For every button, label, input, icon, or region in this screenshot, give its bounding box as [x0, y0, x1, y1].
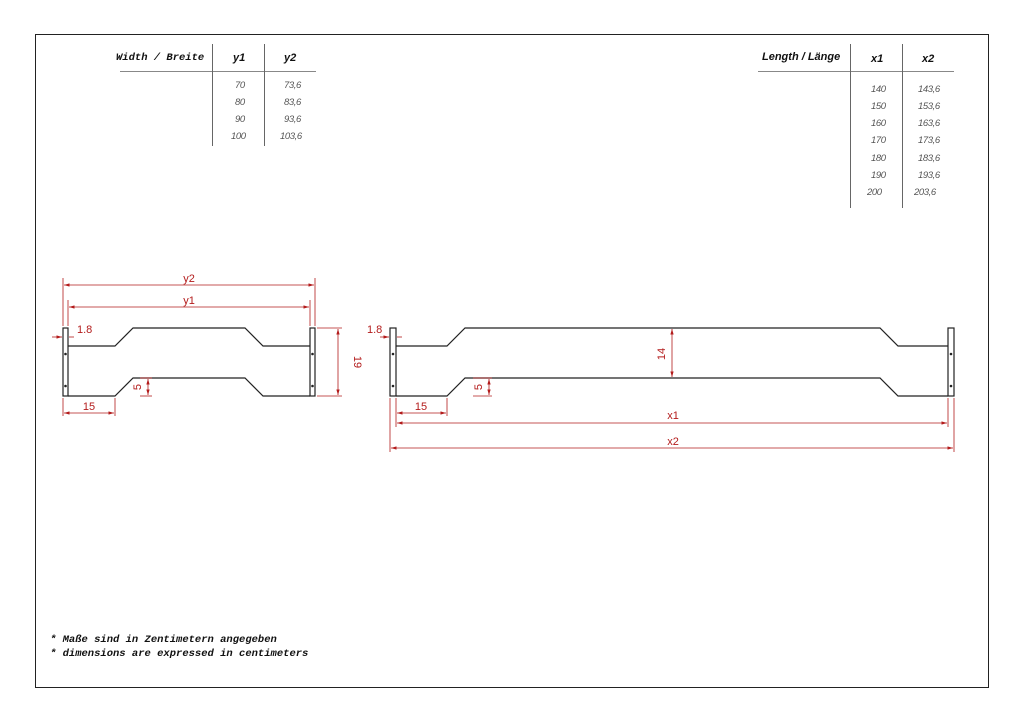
note-english: * dimensions are expressed in centimeter… — [50, 648, 309, 660]
width-y2-83: 83,6 — [284, 97, 301, 108]
length-table-rule — [758, 71, 954, 72]
length-table-divider — [902, 44, 903, 208]
side-board-top-edge — [68, 327, 310, 347]
long-right-post — [947, 327, 955, 397]
side-left-post — [62, 327, 69, 397]
drawing-frame — [35, 34, 989, 688]
length-table-title: Length / Länge — [762, 51, 841, 63]
length-x1-140: 140 — [871, 84, 886, 95]
length-table-col1-header: x1 — [871, 53, 884, 65]
long-view-dimensions — [380, 329, 955, 452]
long-label-offset: 15 — [415, 401, 427, 413]
width-table-title: Width / Breite — [116, 52, 205, 64]
side-view-screws — [64, 352, 314, 388]
side-label-y2: y2 — [183, 273, 195, 285]
side-label-post: 1.8 — [77, 324, 92, 336]
width-table-col2-header: y2 — [284, 52, 297, 64]
long-label-x1: x1 — [667, 410, 679, 422]
length-x1-160: 160 — [871, 118, 886, 129]
long-label-notch: 5 — [473, 384, 485, 390]
length-x1-180: 180 — [871, 153, 886, 164]
long-view-part — [389, 327, 955, 397]
width-y1-90: 90 — [235, 114, 245, 125]
length-x2-203: 203,6 — [914, 187, 936, 198]
long-label-height: 14 — [656, 348, 668, 360]
long-view-screws — [391, 352, 953, 388]
side-view-labels: y2 y1 1.8 19 5 15 — [77, 273, 363, 413]
length-x2-163: 163,6 — [918, 118, 940, 129]
note-german: * Maße sind in Zentimetern angegeben — [50, 634, 277, 646]
width-y1-80: 80 — [235, 97, 245, 108]
side-label-notch: 5 — [132, 384, 144, 390]
long-view-labels: 1.8 14 5 15 x1 x2 — [367, 324, 679, 448]
long-label-post: 1.8 — [367, 324, 382, 336]
width-y1-70: 70 — [235, 80, 245, 91]
length-x2-173: 173,6 — [918, 135, 940, 146]
long-left-post — [389, 327, 397, 397]
length-x2-153: 153,6 — [918, 101, 940, 112]
length-x1-150: 150 — [871, 101, 886, 112]
long-label-x2: x2 — [667, 436, 679, 448]
length-table-col2-header: x2 — [922, 53, 935, 65]
width-table-col1-header: y1 — [233, 52, 246, 64]
side-view-dimensions — [52, 278, 342, 416]
width-y2-73: 73,6 — [284, 80, 301, 91]
long-board-top-edge — [396, 327, 948, 347]
width-table-divider — [212, 44, 213, 146]
side-label-offset: 15 — [83, 401, 95, 413]
length-x1-170: 170 — [871, 135, 886, 146]
long-board-bottom-edge — [396, 377, 948, 397]
length-x2-193: 193,6 — [918, 170, 940, 181]
width-y2-103: 103,6 — [280, 131, 302, 142]
side-board-bottom-edge — [68, 377, 310, 397]
side-right-post — [309, 327, 316, 397]
length-x2-143: 143,6 — [918, 84, 940, 95]
length-x2-183: 183,6 — [918, 153, 940, 164]
width-y2-93: 93,6 — [284, 114, 301, 125]
width-table-rule — [120, 71, 316, 72]
length-x1-190: 190 — [871, 170, 886, 181]
length-x1-200: 200 — [867, 187, 882, 198]
side-label-y1: y1 — [183, 295, 195, 307]
length-table-divider — [850, 44, 851, 208]
width-table-divider — [264, 44, 265, 146]
side-view-part — [62, 327, 316, 397]
side-label-height: 19 — [351, 356, 363, 368]
width-y1-100: 100 — [231, 131, 246, 142]
